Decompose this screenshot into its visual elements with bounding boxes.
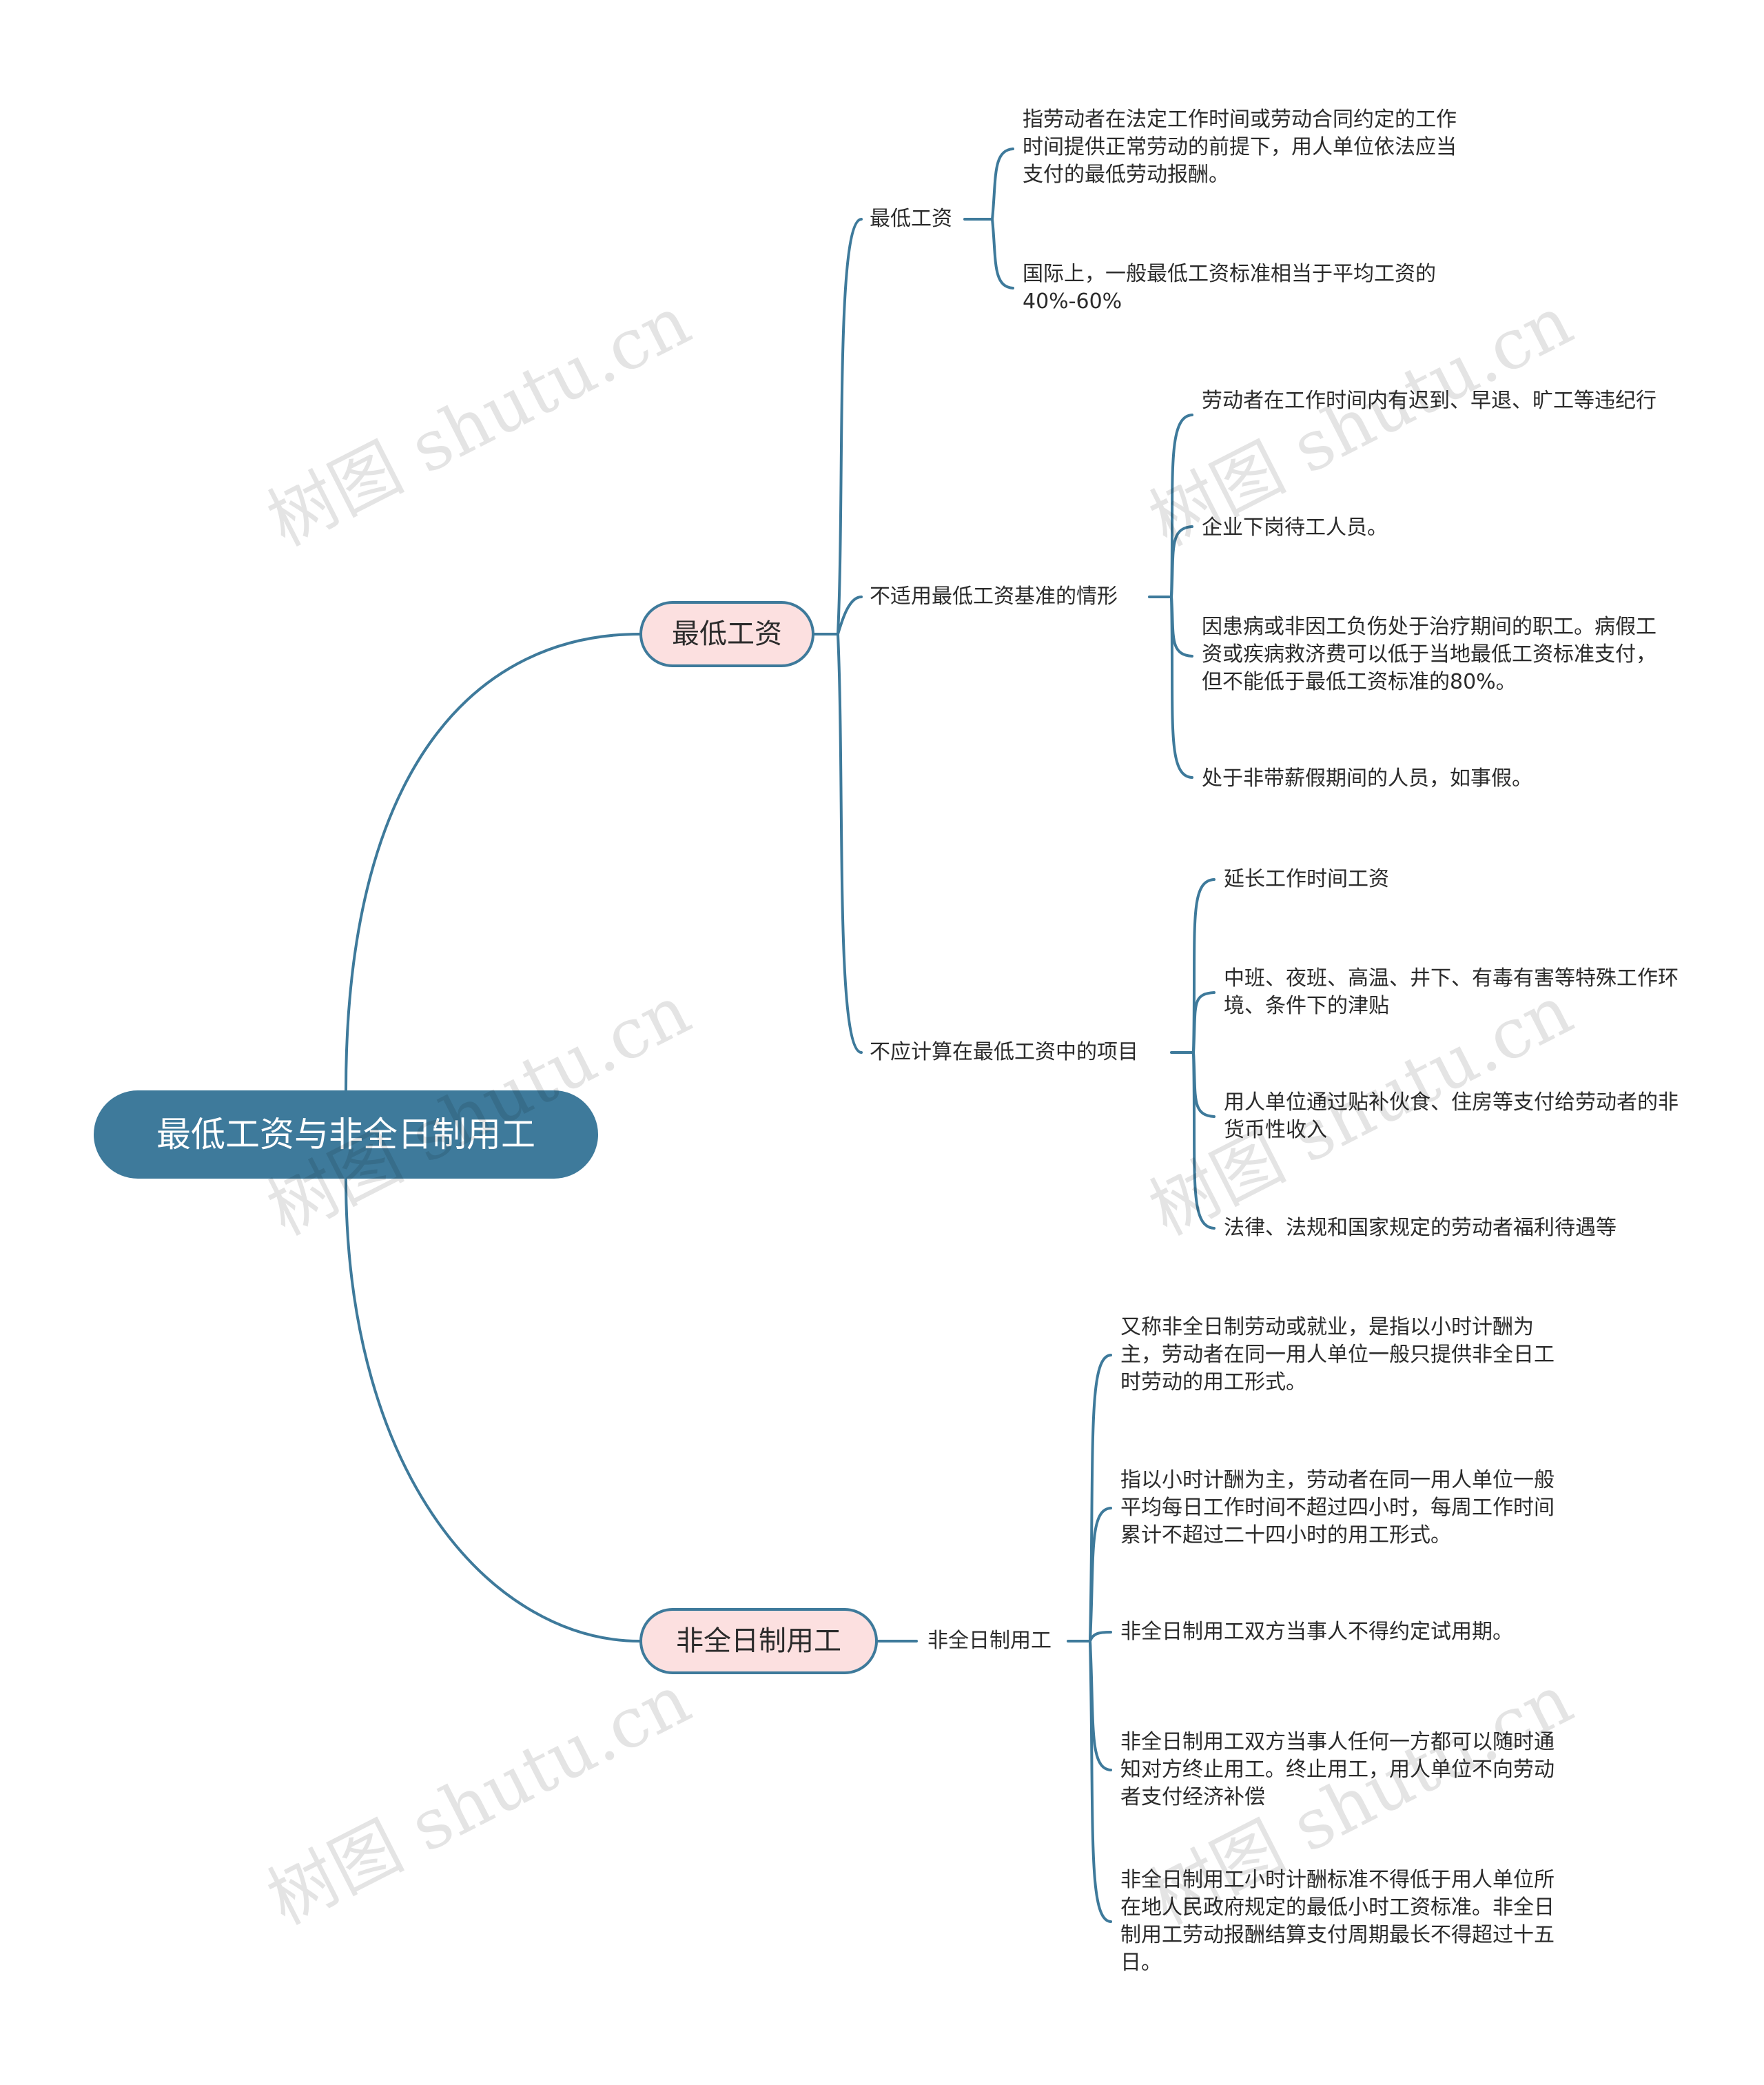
link-sub3-leaf2 — [1192, 991, 1216, 1054]
link-sub1-leaf2 — [991, 218, 1014, 289]
leaf-hourly-pay-standard[interactable]: 非全日制用工小时计酬标准不得低于用人单位所在地人民政府规定的最低小时工资标准。非… — [1120, 1868, 1555, 1975]
link-branch1-sub2 — [837, 596, 863, 635]
link-root-branch1 — [345, 633, 641, 1092]
link-sub4-leaf4 — [1089, 1640, 1112, 1771]
link-sub3-leaf1 — [1192, 878, 1216, 1054]
link-sub3-leaf3 — [1192, 1051, 1216, 1118]
leaf-unpaid-leave[interactable]: 处于非带薪假期间的人员，如事假。 — [1202, 766, 1532, 791]
link-root-branch2 — [345, 1177, 641, 1642]
leaf-definition[interactable]: 指劳动者在法定工作时间或劳动合同约定的工作时间提供正常劳动的前提下，用人单位依法… — [1023, 108, 1457, 187]
leaf-welfare-benefits[interactable]: 法律、法规和国家规定的劳动者福利待遇等 — [1224, 1216, 1617, 1240]
leaf-sick-leave[interactable]: 因患病或非因工负伤处于治疗期间的职工。病假工资或疾病救济费可以低于当地最低工资标… — [1202, 615, 1657, 694]
leaf-laid-off-staff[interactable]: 企业下岗待工人员。 — [1202, 516, 1388, 540]
link-branch1-sub3 — [837, 633, 863, 1054]
leaf-special-allowance[interactable]: 中班、夜班、高温、井下、有毒有害等特殊工作环境、条件下的津贴 — [1224, 966, 1679, 1018]
root-node[interactable]: 最低工资与非全日制用工 — [94, 1090, 598, 1179]
sub-not-applicable-cases[interactable]: 不适用最低工资基准的情形 — [870, 584, 1118, 609]
sub-minimum-wage-definition[interactable]: 最低工资 — [870, 207, 952, 231]
leaf-termination[interactable]: 非全日制用工双方当事人任何一方都可以随时通知对方终止用工。终止用工，用人单位不向… — [1120, 1730, 1555, 1809]
leaf-no-probation[interactable]: 非全日制用工双方当事人不得约定试用期。 — [1120, 1620, 1513, 1644]
sub-excluded-items[interactable]: 不应计算在最低工资中的项目 — [870, 1040, 1138, 1064]
leaf-disciplinary-violation[interactable]: 劳动者在工作时间内有迟到、早退、旷工等违纪行 — [1202, 389, 1657, 413]
link-sub2-leaf3 — [1170, 596, 1193, 658]
link-sub4-leaf3 — [1089, 1631, 1112, 1642]
branch-part-time-employment[interactable]: 非全日制用工 — [639, 1608, 878, 1674]
link-sub4-leaf2 — [1089, 1507, 1112, 1642]
branch-minimum-wage[interactable]: 最低工资 — [639, 601, 814, 667]
leaf-part-time-definition[interactable]: 又称非全日制劳动或就业，是指以小时计酬为主，劳动者在同一用人单位一般只提供非全日… — [1120, 1315, 1555, 1394]
leaf-working-hours-limit[interactable]: 指以小时计酬为主，劳动者在同一用人单位一般平均每日工作时间不超过四小时，每周工作… — [1120, 1468, 1555, 1547]
link-branch1-sub1 — [837, 218, 863, 635]
leaf-international-standard[interactable]: 国际上，一般最低工资标准相当于平均工资的 40%-60% — [1023, 262, 1436, 314]
link-sub4-leaf5 — [1089, 1640, 1112, 1923]
link-sub2-leaf2 — [1170, 525, 1193, 598]
link-sub3-leaf4 — [1192, 1051, 1216, 1230]
link-sub1-leaf1 — [991, 148, 1014, 221]
link-sub4-leaf1 — [1089, 1354, 1112, 1642]
link-sub2-leaf4 — [1170, 596, 1193, 779]
leaf-non-monetary-income[interactable]: 用人单位通过贴补伙食、住房等支付给劳动者的非货币性收入 — [1224, 1090, 1679, 1142]
link-sub2-leaf1 — [1170, 414, 1193, 598]
leaf-overtime-pay[interactable]: 延长工作时间工资 — [1224, 867, 1389, 891]
sub-part-time-employment[interactable]: 非全日制用工 — [927, 1629, 1052, 1653]
